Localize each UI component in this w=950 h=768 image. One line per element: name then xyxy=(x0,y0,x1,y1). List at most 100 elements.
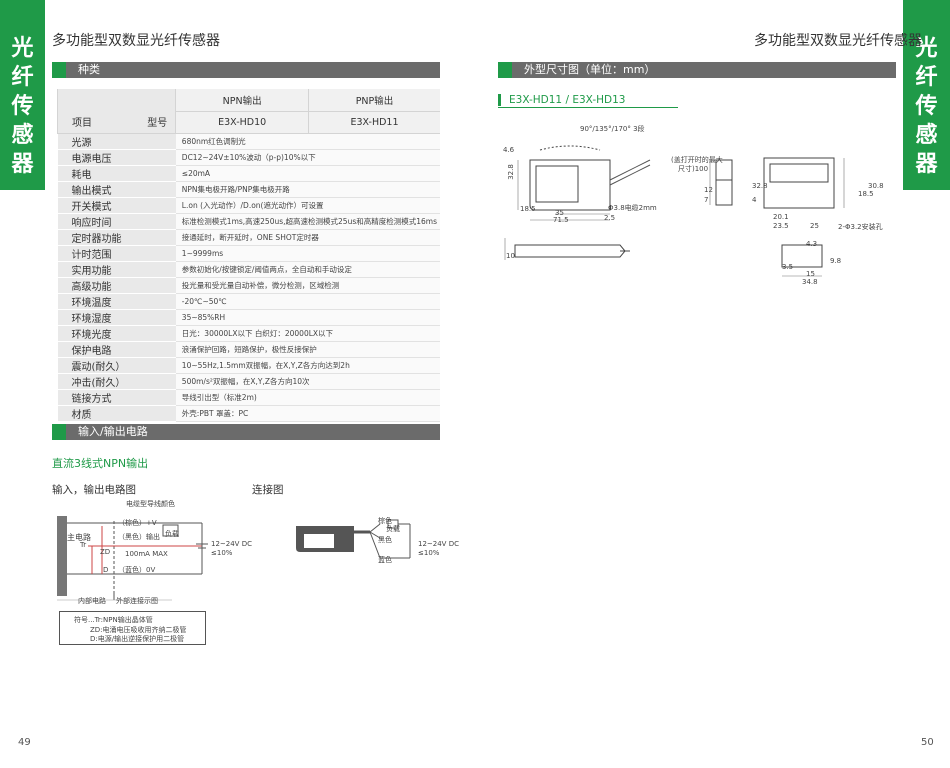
tab-char: 感 xyxy=(11,123,34,148)
page-title-right: 多功能型双数显光纤传感器 xyxy=(754,33,922,49)
col-model-label: 型号 xyxy=(147,117,168,129)
dim-34-8: 34.8 xyxy=(802,278,818,286)
spec-label: 电源电压 xyxy=(57,149,176,166)
dim-4: 4 xyxy=(752,196,757,204)
spec-value: 外壳:PBT 罩盖：PC xyxy=(175,405,440,422)
spec-value: 接通延时，断开延时，ONE SHOT定时器 xyxy=(175,229,440,246)
supply-tolerance: ≤10% xyxy=(211,549,233,557)
blue-wire-label: （蓝色）0V xyxy=(118,566,156,574)
spec-value: -20℃~50℃ xyxy=(175,293,440,310)
circuit-title: 输入，输出电路图 xyxy=(52,484,136,496)
table-row: 耗电≤20mA xyxy=(57,165,440,182)
spec-value: 680nm红色调制光 xyxy=(175,133,440,150)
spec-value: L.on (入光动作）/D.on(遮光动作）可设置 xyxy=(175,197,440,214)
section-bar-types: 种类 xyxy=(52,62,440,78)
conn-load: 负载 xyxy=(386,525,400,533)
page-number-right: 50 xyxy=(921,737,934,748)
spec-value: 投光量和受光量自动补偿，微分检测，区域检测 xyxy=(175,277,440,294)
spec-label: 计时范围 xyxy=(57,245,176,262)
section-bar-io: 输入/输出电路 xyxy=(52,424,440,440)
spec-label: 保护电路 xyxy=(57,341,176,358)
spec-label: 响应时间 xyxy=(57,213,176,230)
dim-10: 10 xyxy=(506,252,515,260)
spec-label: 定时器功能 xyxy=(57,229,176,246)
table-corner: 项目 型号 xyxy=(56,89,176,134)
dim-30-8: 30.8 xyxy=(868,182,884,190)
tab-char: 纤 xyxy=(915,65,938,90)
legend-d: D:电源/输出逆接保护用二极管 xyxy=(90,635,185,643)
table-row: 定时器功能接通延时，断开延时，ONE SHOT定时器 xyxy=(57,229,440,246)
dim-32-8-top: 32.8 xyxy=(752,182,768,190)
spec-value: 1~9999ms xyxy=(175,245,440,262)
spec-value: 35~85%RH xyxy=(175,309,440,326)
top-view-drawing xyxy=(763,157,845,277)
spec-label: 环境湿度 xyxy=(57,309,176,326)
spec-value: ≤20mA xyxy=(175,165,440,182)
table-row: 震动(耐久）10~55Hz,1.5mm双振幅，在X,Y,Z各方向达到2h xyxy=(57,357,440,374)
dim-71-5: 71.5 xyxy=(553,216,569,224)
brown-wire-label: （棕色）+V xyxy=(118,519,157,527)
cable-spec: Φ3.8电缆2mm xyxy=(608,204,657,212)
spec-label: 光源 xyxy=(57,133,176,150)
dim-4-6: 4.6 xyxy=(503,146,515,154)
tab-char: 传 xyxy=(915,94,938,119)
dim-35: 35 xyxy=(555,209,564,217)
max-current-label: 100mA MAX xyxy=(125,550,168,558)
side-category-tab-right: 光 纤 传 感 器 xyxy=(903,0,950,190)
tab-char: 光 xyxy=(915,36,938,61)
external-connection-label: 外部连接示图 xyxy=(116,597,158,605)
open-max-1: (盖打开时的最大 xyxy=(671,156,723,164)
dim-32-8: 32.8 xyxy=(506,164,515,180)
dim-3-5: 3.5 xyxy=(782,263,794,271)
zd-label: ZD xyxy=(100,548,111,556)
dim-18-5: 18.5 xyxy=(520,205,536,213)
tab-char: 传 xyxy=(11,94,34,119)
internal-circuit-label: 内部电路 xyxy=(78,597,106,605)
spec-label: 震动(耐久） xyxy=(57,357,176,374)
dim-2-5: 2.5 xyxy=(604,214,616,222)
supply-label: 12~24V DC xyxy=(211,540,252,548)
spec-label: 实用功能 xyxy=(57,261,176,278)
conn-black: 黑色 xyxy=(378,536,392,544)
model-underline xyxy=(498,107,678,108)
d-label: D xyxy=(103,566,109,574)
main-circuit-block xyxy=(57,516,67,596)
dim-20-1: 20.1 xyxy=(773,213,789,221)
npn-model: E3X-HD10 xyxy=(175,111,309,134)
dim-7: 7 xyxy=(704,196,709,204)
symbol-legend: 符号...Tr:NPN输出晶体管 ZD:电涌电压吸收用齐纳二极管 D:电源/输出… xyxy=(59,611,206,645)
dim-15: 15 xyxy=(806,270,815,278)
section-bar-dimensions: 外型尺寸图（单位：mm） xyxy=(498,62,896,78)
spec-label: 输出模式 xyxy=(57,181,176,198)
mount-holes: 2-Φ3.2安装孔 xyxy=(838,223,883,231)
spec-value: 浪涌保护回路，短路保护，极性反接保护 xyxy=(175,341,440,358)
table-row: 环境温度-20℃~50℃ xyxy=(57,293,440,310)
conn-brown: 棕色 xyxy=(378,517,392,525)
spec-value: NPN集电极开路/PNP集电极开路 xyxy=(175,181,440,198)
front-view-drawing xyxy=(504,145,651,260)
legend-zd: ZD:电涌电压吸收用齐纳二极管 xyxy=(90,626,187,634)
legend-tr: 符号...Tr:NPN输出晶体管 xyxy=(74,616,153,624)
spec-value: 标准检测模式1ms,高速250us,超高速检测模式25us和高精度检测模式16m… xyxy=(175,213,440,230)
table-row: 响应时间标准检测模式1ms,高速250us,超高速检测模式25us和高精度检测模… xyxy=(57,213,440,230)
conn-supply: 12~24V DC xyxy=(418,540,459,548)
dimension-models: E3X-HD11 / E3X-HD13 xyxy=(498,94,625,106)
dim-4-3: 4.3 xyxy=(806,240,818,248)
col-item-label: 项目 xyxy=(72,117,92,129)
tab-char: 纤 xyxy=(11,65,34,90)
open-max-2: 尺寸)100 xyxy=(678,165,709,173)
tab-char: 器 xyxy=(915,152,938,177)
spec-value: DC12~24V±10%波动（p-p)10%以下 xyxy=(175,149,440,166)
page-title-left: 多功能型双数显光纤传感器 xyxy=(52,33,220,49)
dim-25: 25 xyxy=(810,222,819,230)
table-row: 环境光度日光：30000LX以下 白织灯：20000LX以下 xyxy=(57,325,440,342)
table-row: 保护电路浪涌保护回路，短路保护，极性反接保护 xyxy=(57,341,440,358)
table-row: 链接方式导线引出型（标准2m) xyxy=(57,389,440,406)
spec-value: 导线引出型（标准2m) xyxy=(175,389,440,406)
spec-label: 环境温度 xyxy=(57,293,176,310)
